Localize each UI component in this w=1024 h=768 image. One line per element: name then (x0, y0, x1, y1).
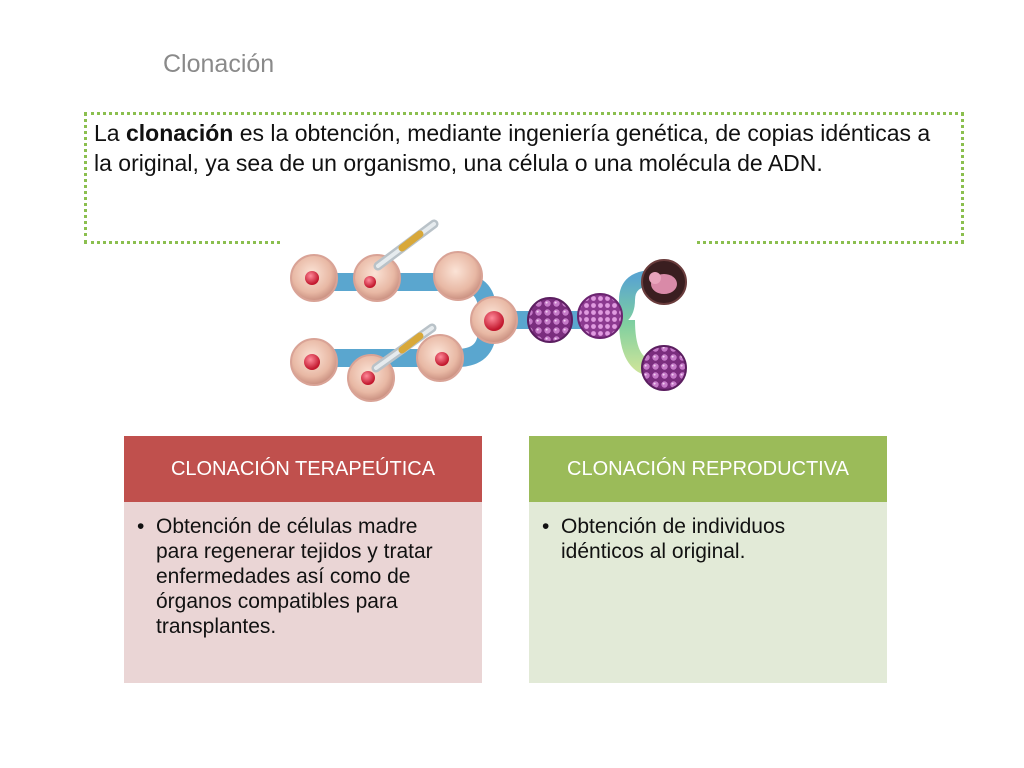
therapeutic-cloning-card: CLONACIÓN TERAPEÚTICA • Obtención de cél… (124, 436, 482, 683)
bullet-icon: • (542, 515, 550, 538)
egg-cell-icon (433, 251, 483, 301)
embryo-icon (641, 259, 687, 305)
definition-text: La clonación es la obtención, mediante i… (94, 118, 954, 178)
nucleus-icon (470, 296, 518, 344)
definition-keyword: clonación (125, 120, 234, 146)
micropipette-icon (373, 219, 439, 271)
therapeutic-cloning-text: Obtención de células madre para regenera… (156, 515, 433, 638)
reproductive-cloning-heading: CLONACIÓN REPRODUCTIVA (529, 436, 887, 502)
therapeutic-cloning-heading: CLONACIÓN TERAPEÚTICA (124, 436, 482, 502)
reproductive-cloning-body: • Obtención de individuos idénticos al o… (529, 502, 887, 564)
blastocyst-icon (577, 293, 623, 339)
morula-icon (527, 297, 573, 343)
slide-title: Clonación (163, 50, 275, 78)
micropipette-icon (371, 323, 437, 373)
egg-cell-icon (290, 254, 338, 302)
reproductive-cloning-text: Obtención de individuos idénticos al ori… (561, 515, 786, 563)
bullet-icon: • (137, 515, 145, 538)
morula-icon (641, 345, 687, 391)
therapeutic-cloning-body: • Obtención de células madre para regene… (124, 502, 482, 639)
cloning-process-diagram (282, 218, 696, 414)
definition-rest: es la obtención, mediante ingeniería gen… (94, 120, 931, 176)
egg-cell-icon (290, 338, 338, 386)
reproductive-cloning-card: CLONACIÓN REPRODUCTIVA • Obtención de in… (529, 436, 887, 683)
egg-cell-icon (353, 254, 401, 302)
egg-cell-icon (416, 334, 464, 382)
definition-intro: La (94, 120, 126, 146)
